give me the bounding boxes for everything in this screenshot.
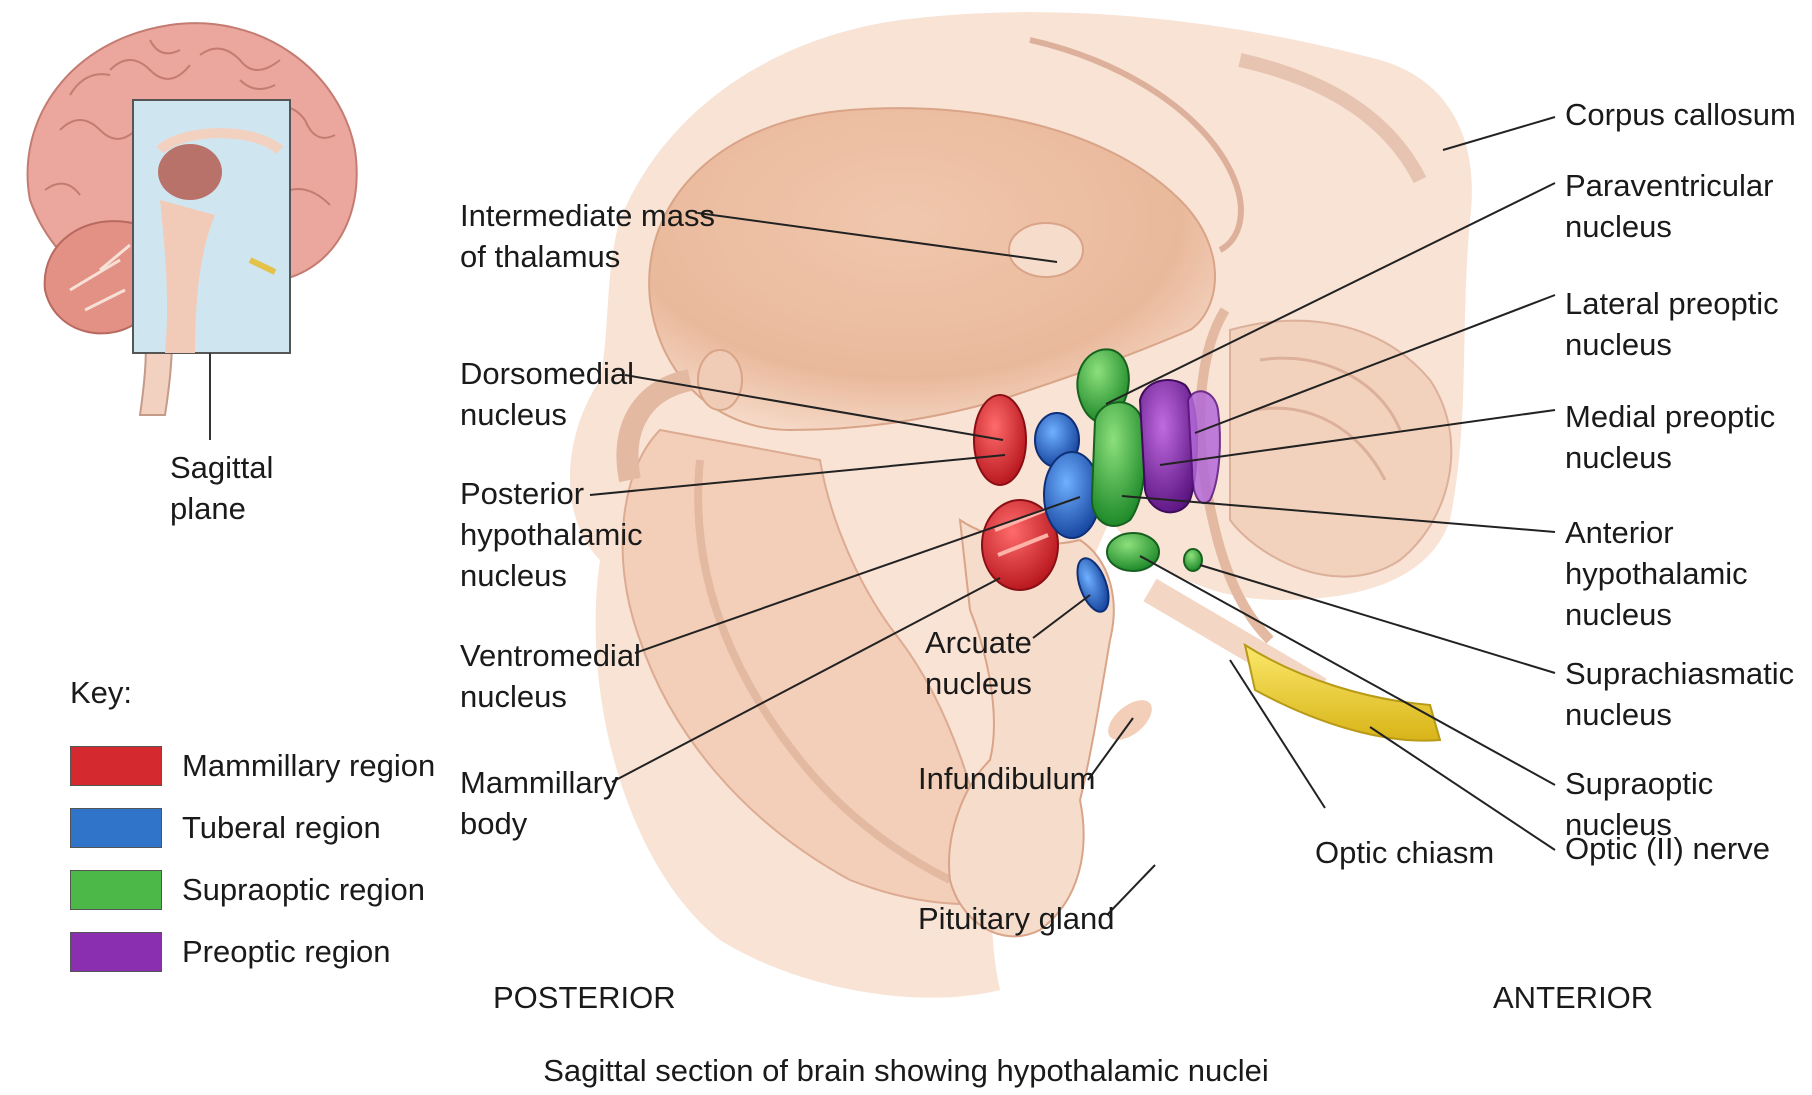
- dorsomedial-label: Dorsomedial nucleus: [460, 353, 634, 435]
- key-item-preoptic: Preoptic region: [70, 931, 391, 973]
- anterior-hypothalamic-nucleus-shape: [1092, 402, 1145, 526]
- brain-thumbnail: [28, 23, 357, 440]
- pituitary-gland-label: Pituitary gland: [918, 898, 1114, 939]
- lateral-preoptic-nucleus-shape: [1188, 391, 1220, 503]
- suprachiasmatic-label: Suprachiasmatic nucleus: [1565, 653, 1794, 735]
- sagittal-plane-label: Sagittal plane: [170, 447, 273, 529]
- intermediate-mass-label: Intermediate mass of thalamus: [460, 195, 715, 277]
- key-item-mammillary: Mammillary region: [70, 745, 435, 787]
- supraoptic-swatch: [70, 870, 162, 910]
- infundibulum-label: Infundibulum: [918, 758, 1096, 799]
- key-item-supraoptic: Supraoptic region: [70, 869, 425, 911]
- key-title: Key:: [70, 675, 132, 711]
- key-label: Preoptic region: [182, 934, 391, 970]
- key-label: Mammillary region: [182, 748, 435, 784]
- mammillary-body-label: Mammillary body: [460, 762, 618, 844]
- mammillary-swatch: [70, 746, 162, 786]
- optic-chiasm-label: Optic chiasm: [1315, 832, 1494, 873]
- suprachiasmatic-nucleus-shape: [1184, 549, 1202, 571]
- arcuate-label: Arcuate nucleus: [925, 622, 1032, 704]
- optic-nerve-label: Optic (II) nerve: [1565, 828, 1770, 869]
- key-label: Tuberal region: [182, 810, 381, 846]
- anterior-direction-label: ANTERIOR: [1493, 977, 1653, 1018]
- supraoptic-nucleus-shape: [1107, 533, 1159, 571]
- corpus-callosum-label: Corpus callosum: [1565, 94, 1796, 135]
- preoptic-swatch: [70, 932, 162, 972]
- figure-caption: Sagittal section of brain showing hypoth…: [0, 1053, 1812, 1089]
- anterior-hypothalamic-label: Anterior hypothalamic nucleus: [1565, 512, 1748, 635]
- medial-preoptic-label: Medial preoptic nucleus: [1565, 396, 1775, 478]
- key-label: Supraoptic region: [182, 872, 425, 908]
- paraventricular-label: Paraventricular nucleus: [1565, 165, 1773, 247]
- tuberal-swatch: [70, 808, 162, 848]
- ventromedial-label: Ventromedial nucleus: [460, 635, 641, 717]
- key-item-tuberal: Tuberal region: [70, 807, 381, 849]
- lateral-preoptic-label: Lateral preoptic nucleus: [1565, 283, 1779, 365]
- posterior-hypothalamic-label: Posterior hypothalamic nucleus: [460, 473, 643, 596]
- posterior-direction-label: POSTERIOR: [493, 977, 676, 1018]
